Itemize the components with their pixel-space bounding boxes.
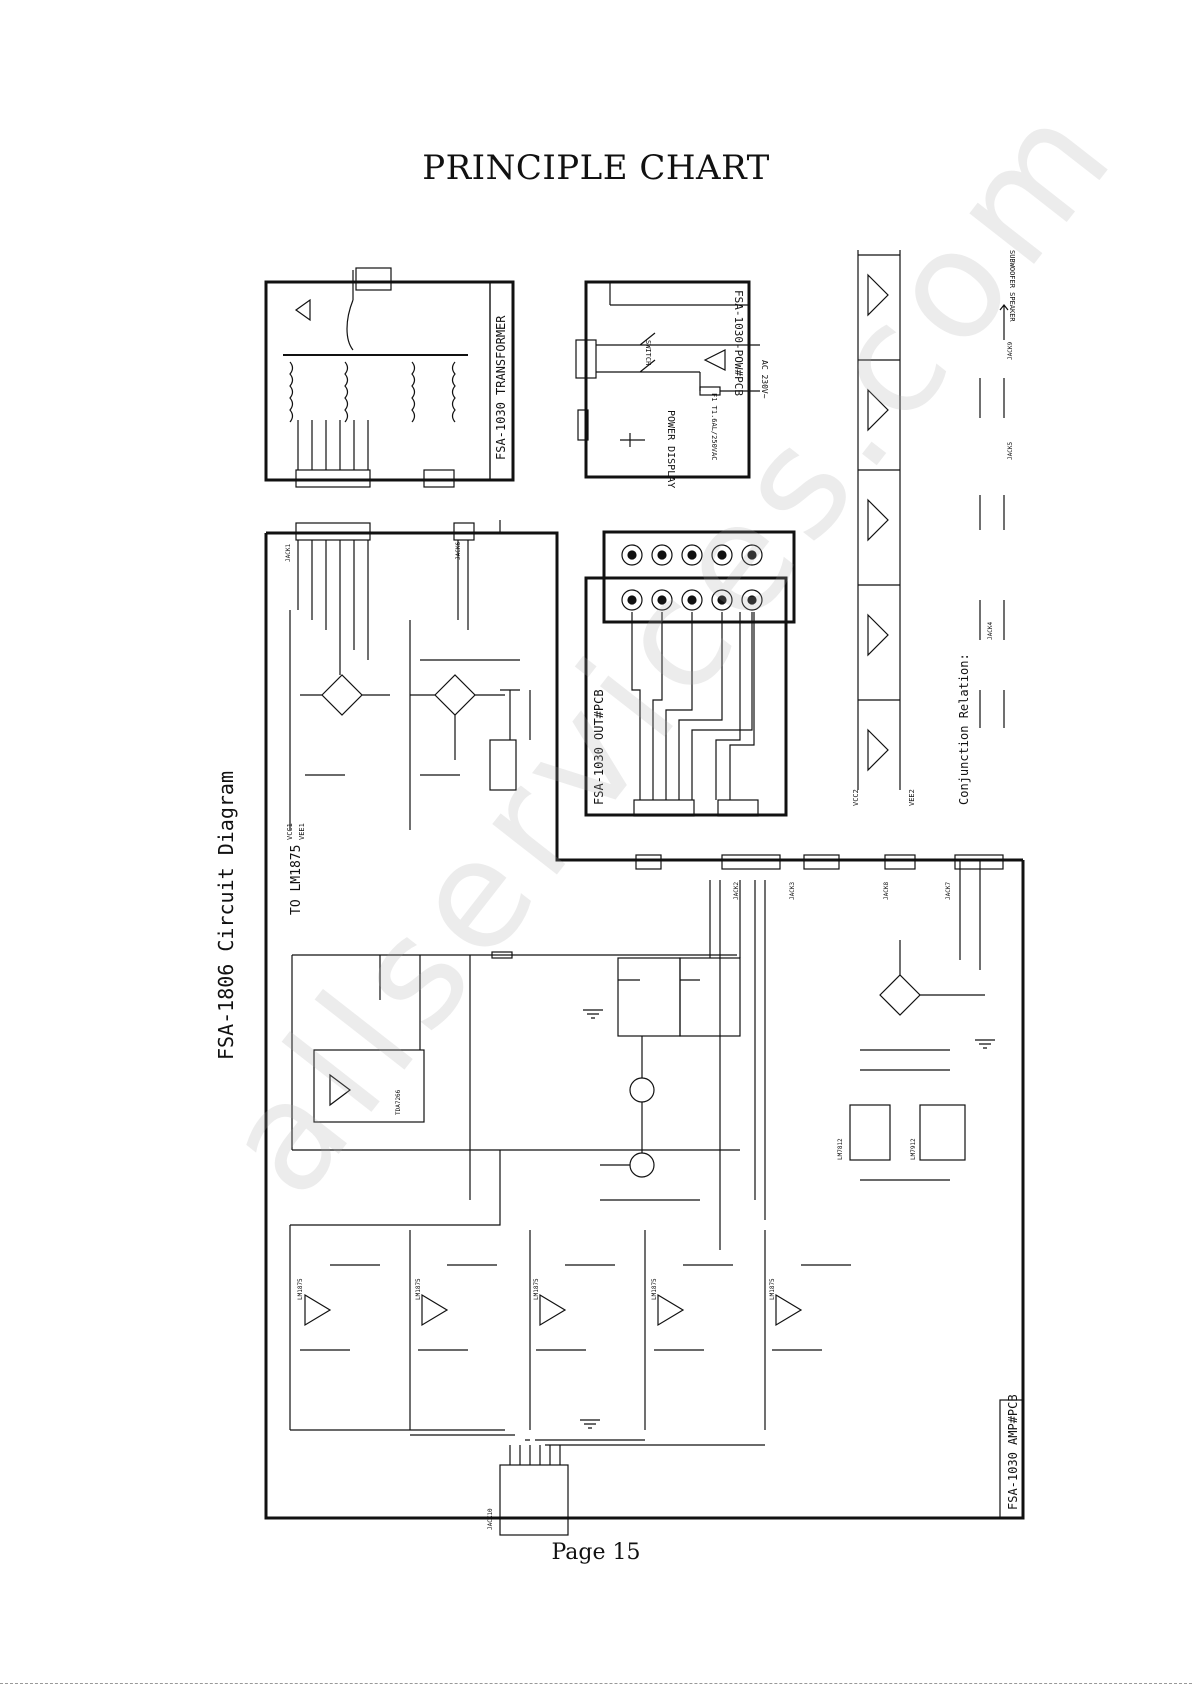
ic-label-7812: LM7812 xyxy=(837,1138,844,1160)
ic-label-amp: TDA7266 xyxy=(395,1089,402,1115)
tda-amplifier xyxy=(313,1049,425,1123)
ic-label-u5: LM1875 xyxy=(769,1278,776,1300)
connection-relation-label: Conjunction Relation: xyxy=(957,653,971,805)
fuse-label: F1 T1.6AL/250VAC xyxy=(710,393,718,460)
amp-board-label: FSA-1030 AMP#PCB xyxy=(1006,1394,1020,1510)
relay-1 xyxy=(617,957,681,1037)
relay-2 xyxy=(679,957,741,1037)
ic-label-u1: LM1875 xyxy=(297,1278,304,1300)
connector-label-jack3: JACK3 xyxy=(789,882,796,900)
opamp-strip xyxy=(867,273,889,772)
rail-label-vee2: VEE2 xyxy=(908,789,916,806)
circuit-title: FSA-1806 Circuit Diagram xyxy=(214,771,238,1060)
power-display-label: POWER DISPLAY xyxy=(665,410,676,488)
connector-label-jack6: JACK6 xyxy=(455,542,462,560)
connector-label-jack10: JACK10 xyxy=(487,1508,494,1530)
out-board xyxy=(584,576,788,817)
connector-label-jack2: JACK2 xyxy=(733,882,740,900)
bottom-rule xyxy=(0,1683,1192,1684)
jack10-connector xyxy=(499,1464,569,1536)
connector-label-jack7: JACK7 xyxy=(945,882,952,900)
ic-label-u4: LM1875 xyxy=(651,1278,658,1300)
amp-board xyxy=(264,531,1025,1520)
ic-label-7912: LM7912 xyxy=(910,1138,917,1160)
switch-label: SWITCH xyxy=(644,340,652,365)
rca-jacks xyxy=(621,544,763,611)
power-board-label: FSA-1030-POW#PCB xyxy=(732,290,745,396)
rail-label-vcc2: VCC2 xyxy=(852,789,860,806)
connector-label-jack5: JACK5 xyxy=(1007,442,1014,460)
ac-input-label: AC 230V~ xyxy=(760,360,769,399)
rail-label-vee1: VEE1 xyxy=(298,823,306,840)
woofer-label: SUBWOOFER SPEAKER xyxy=(1008,250,1016,322)
power-board xyxy=(584,280,751,479)
rca-jack-panel xyxy=(602,530,796,624)
transformer-board-label: FSA-1030 TRANSFORMER xyxy=(494,315,508,460)
lm1875-stages xyxy=(304,1293,803,1327)
out-board-label: FSA-1030 OUT#PCB xyxy=(592,689,606,805)
transformer-board xyxy=(264,280,515,482)
page-title: PRINCIPLE CHART xyxy=(422,148,770,188)
ic-label-u3: LM1875 xyxy=(533,1278,540,1300)
connector-label-jack1: JACK1 xyxy=(285,544,292,562)
jack6-connector xyxy=(453,522,475,541)
to-lm1875-label: TO LM1875 xyxy=(289,845,304,915)
connector-label-jack8: JACK8 xyxy=(883,882,890,900)
jack1a-connector xyxy=(295,469,371,488)
connector-label-jack4: JACK4 xyxy=(987,622,994,640)
page-number: Page 15 xyxy=(551,1540,641,1565)
rail-label-vcc1: VCC1 xyxy=(286,823,294,840)
jack7-connector xyxy=(954,854,1004,870)
transformer-windings xyxy=(289,361,456,423)
jack6a-connector xyxy=(423,469,455,488)
jack1-connector xyxy=(295,522,371,541)
connector-label-jack9: JACK9 xyxy=(1007,342,1014,360)
ic-label-u2: LM1875 xyxy=(415,1278,422,1300)
